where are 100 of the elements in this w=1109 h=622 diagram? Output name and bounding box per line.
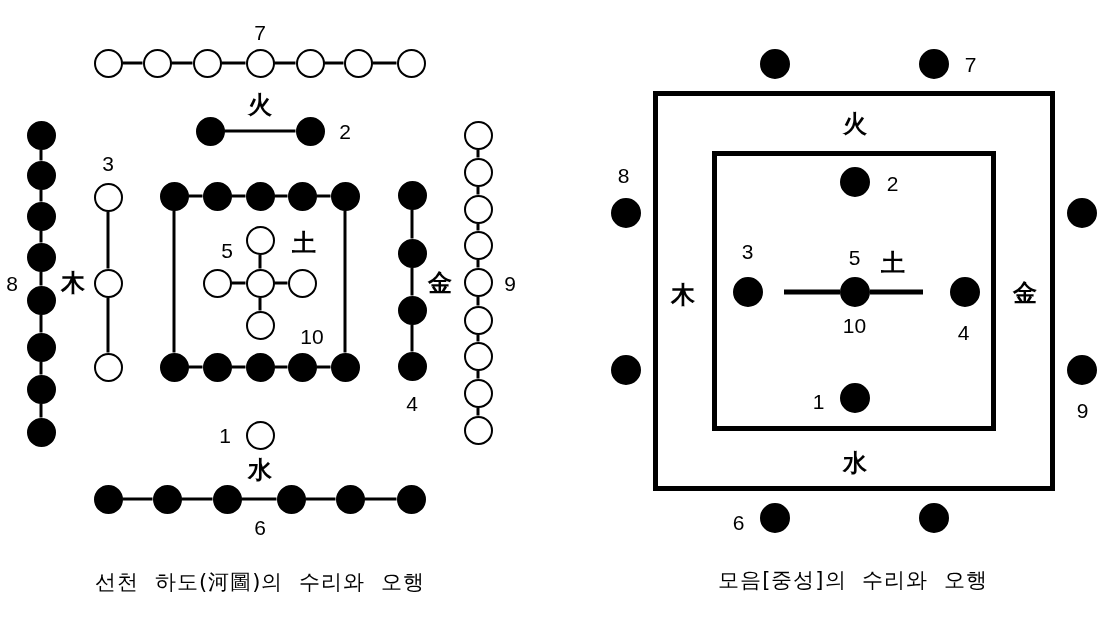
connector-line — [870, 289, 923, 295]
connector-line — [476, 259, 480, 268]
element-label: 水 — [843, 451, 867, 475]
hollow-circle — [245, 420, 275, 450]
filled-dot — [26, 374, 56, 404]
filled-dot — [159, 181, 189, 211]
number-label: 1 — [219, 424, 231, 446]
filled-dot — [397, 180, 427, 210]
inner-square-frame — [712, 151, 996, 431]
element-label: 火 — [843, 112, 867, 136]
connector-line — [231, 281, 246, 285]
connector-line — [410, 209, 414, 239]
filled-dot — [212, 484, 242, 514]
hollow-circle — [463, 267, 493, 297]
number-label: 7 — [964, 53, 977, 74]
filled-dot — [245, 352, 275, 382]
filled-dot — [245, 181, 275, 211]
hollow-circle — [202, 268, 232, 298]
element-label: 火 — [248, 93, 272, 117]
filled-dot — [26, 285, 56, 315]
connector-line — [476, 334, 480, 342]
connector-line — [39, 271, 43, 286]
filled-dot — [760, 49, 790, 79]
connector-line — [274, 194, 288, 198]
filled-dot — [26, 201, 56, 231]
filled-dot — [1067, 198, 1097, 228]
number-label: 6 — [254, 516, 266, 538]
connector-line — [324, 61, 344, 65]
element-label: 水 — [248, 458, 272, 482]
number-label: 8 — [6, 272, 18, 294]
connector-line — [172, 210, 176, 353]
number-label: 8 — [617, 164, 630, 185]
filled-dot — [287, 352, 317, 382]
connector-line — [171, 61, 193, 65]
filled-dot — [202, 352, 232, 382]
caption: 선천 하도(河圖)의 수리와 오행 — [95, 571, 425, 593]
connector-line — [39, 314, 43, 333]
connector-line — [106, 297, 110, 353]
filled-dot — [276, 484, 306, 514]
connector-line — [410, 267, 414, 296]
connector-line — [274, 61, 296, 65]
number-label: 3 — [102, 152, 114, 174]
element-label: 土 — [292, 231, 316, 255]
connector-line — [224, 129, 296, 133]
filled-dot — [26, 160, 56, 190]
connector-line — [231, 365, 246, 369]
number-label: 6 — [732, 511, 745, 532]
filled-dot — [397, 238, 427, 268]
filled-dot — [152, 484, 182, 514]
connector-line — [39, 149, 43, 161]
filled-dot — [202, 181, 232, 211]
filled-dot — [26, 242, 56, 272]
filled-dot — [397, 295, 427, 325]
connector-line — [476, 223, 480, 231]
connector-line — [372, 61, 397, 65]
hollow-circle — [192, 48, 222, 78]
element-label: 木 — [671, 283, 695, 307]
filled-dot — [93, 484, 123, 514]
number-label: 10 — [842, 314, 867, 335]
number-label: 4 — [957, 321, 970, 342]
element-label: 木 — [61, 271, 85, 295]
connector-line — [410, 324, 414, 352]
filled-dot — [397, 351, 427, 381]
hollow-circle — [295, 48, 325, 78]
filled-dot — [396, 484, 426, 514]
filled-dot — [26, 120, 56, 150]
number-label: 9 — [504, 272, 516, 294]
connector-line — [784, 289, 840, 295]
connector-line — [39, 403, 43, 418]
connector-line — [241, 497, 277, 501]
filled-dot — [295, 116, 325, 146]
hollow-circle — [245, 225, 275, 255]
connector-line — [39, 230, 43, 243]
connector-line — [188, 194, 203, 198]
connector-line — [316, 194, 331, 198]
element-label: 土 — [880, 250, 905, 275]
connector-line — [274, 281, 288, 285]
hollow-circle — [463, 305, 493, 335]
hollow-circle — [463, 157, 493, 187]
connector-line — [476, 149, 480, 158]
filled-dot — [159, 352, 189, 382]
hollow-circle — [463, 378, 493, 408]
outer-square-frame — [653, 91, 1055, 491]
connector-line — [231, 194, 246, 198]
element-label: 金 — [1013, 281, 1037, 305]
hollow-circle — [245, 268, 275, 298]
hollow-circle — [343, 48, 373, 78]
connector-line — [316, 365, 331, 369]
filled-dot — [611, 355, 641, 385]
hollow-circle — [463, 415, 493, 445]
connector-line — [305, 497, 336, 501]
connector-line — [343, 210, 347, 353]
hollow-circle — [142, 48, 172, 78]
connector-line — [106, 211, 110, 269]
filled-dot — [335, 484, 365, 514]
hollow-circle — [93, 182, 123, 212]
element-label: 金 — [428, 271, 452, 295]
hollow-circle — [245, 310, 275, 340]
hollow-circle — [93, 352, 123, 382]
number-label: 2 — [339, 120, 351, 142]
